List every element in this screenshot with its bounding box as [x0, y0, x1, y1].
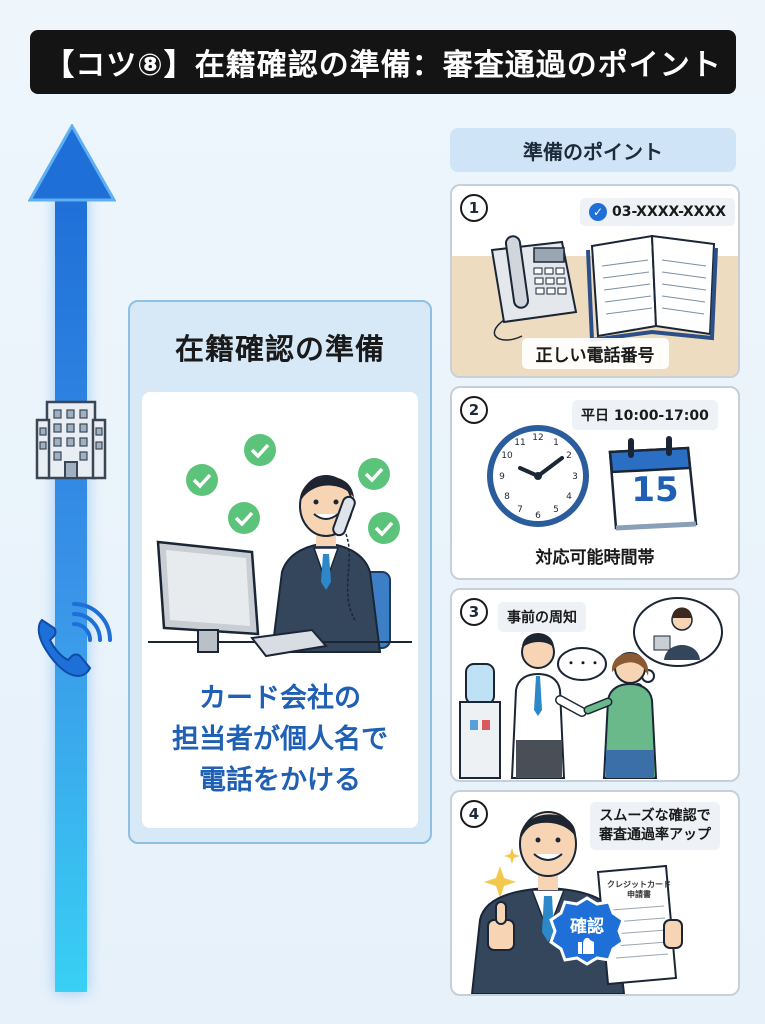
- step-caption-text: 対応可能時間帯: [521, 540, 669, 571]
- arrow-up-icon: [28, 124, 116, 202]
- center-caption-line: カード会社の: [199, 683, 361, 714]
- stamp-label: 確認: [570, 917, 604, 937]
- step-number: 1: [460, 194, 488, 222]
- svg-text:12: 12: [532, 433, 543, 443]
- svg-text:2: 2: [566, 451, 572, 461]
- result-tag-line: スムーズな確認で: [599, 808, 711, 824]
- desk-phone-icon: [490, 234, 718, 343]
- advance-notice-tag: 事前の周知: [498, 602, 586, 632]
- step-card-1: 1 ✓ 03-XXXX-XXXX 正しい電話番号: [450, 184, 740, 378]
- hours-tag: 平日 10:00-17:00: [572, 400, 718, 430]
- center-caption-line: 担当者が個人名で: [172, 724, 388, 755]
- svg-text:1: 1: [553, 438, 559, 448]
- step-caption-text: 正しい電話番号: [521, 338, 669, 369]
- page-title: 【コツ⑧】在籍確認の準備：審査通過のポイント: [30, 30, 736, 94]
- calendar-icon: [608, 436, 698, 531]
- thumbs-up-icon: [487, 901, 515, 951]
- form-title-line: クレジットカード: [607, 880, 671, 889]
- step-number: 4: [460, 800, 488, 828]
- step-card-3: ・・・ 3 事前の周知: [450, 588, 740, 782]
- businessman-illustration: [470, 811, 683, 994]
- phone-number-tag: ✓ 03-XXXX-XXXX: [580, 198, 736, 226]
- svg-text:9: 9: [499, 472, 505, 482]
- result-tag: スムーズな確認で 審査通過率アップ: [590, 802, 720, 850]
- speech-dots: ・・・: [564, 656, 601, 670]
- svg-text:10: 10: [501, 451, 513, 461]
- step-caption: 対応可能時間帯: [452, 540, 738, 571]
- step-card-4: 確認 クレジットカード 申請書 4 スムーズな確認で 審査通過率アップ: [450, 790, 740, 996]
- svg-text:8: 8: [504, 492, 510, 502]
- check-bubble-icon: [186, 434, 400, 544]
- center-illustration-panel: カード会社の 担当者が個人名で 電話をかける: [142, 392, 418, 828]
- phone-signal-icon: [37, 602, 112, 678]
- form-title: クレジットカード 申請書: [604, 880, 674, 900]
- building-icon: [35, 400, 107, 480]
- svg-text:7: 7: [517, 505, 523, 515]
- center-card: 在籍確認の準備: [128, 300, 432, 844]
- svg-text:11: 11: [514, 438, 525, 448]
- notebook-icon: [586, 234, 718, 343]
- operator-illustration: [148, 434, 412, 658]
- check-icon: ✓: [589, 203, 607, 221]
- center-title: 在籍確認の準備: [174, 332, 385, 366]
- form-title-line: 申請書: [627, 890, 651, 899]
- svg-text:6: 6: [535, 511, 541, 521]
- calendar-day: 15: [631, 470, 679, 510]
- svg-text:5: 5: [553, 505, 559, 515]
- center-caption-line: 電話をかける: [199, 765, 361, 796]
- points-header: 準備のポイント: [450, 128, 736, 172]
- step-caption: 正しい電話番号: [452, 338, 738, 369]
- result-tag-line: 審査通過率アップ: [599, 827, 711, 843]
- office-conversation-illustration: [459, 597, 723, 779]
- phone-number-text: 03-XXXX-XXXX: [612, 204, 727, 220]
- step-number: 3: [460, 598, 488, 626]
- svg-text:3: 3: [572, 472, 578, 482]
- center-caption: カード会社の 担当者が個人名で 電話をかける: [142, 678, 418, 801]
- svg-text:4: 4: [566, 492, 572, 502]
- step-number: 2: [460, 396, 488, 424]
- progress-arrow-shaft: [55, 196, 87, 992]
